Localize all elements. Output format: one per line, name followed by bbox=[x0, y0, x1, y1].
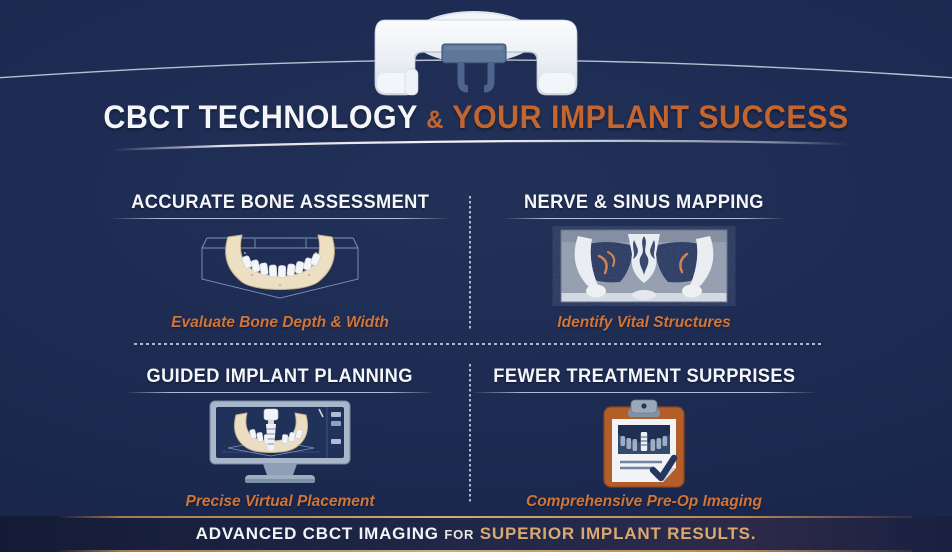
title-underline bbox=[108, 218, 452, 219]
page-title: CBCT TECHNOLOGY & YOUR IMPLANT SUCCESS bbox=[24, 99, 928, 136]
quadrant-heading: NERVE & SINUS MAPPING bbox=[503, 192, 785, 219]
title-underline bbox=[470, 392, 818, 393]
ct-xray-slice-icon bbox=[549, 225, 739, 307]
dashed-divider-vertical-top bbox=[469, 196, 471, 330]
quadrant-caption: Comprehensive Pre-Op Imaging bbox=[526, 493, 762, 510]
title-underline bbox=[125, 392, 435, 393]
quadrant-heading: ACCURATE BONE ASSESSMENT bbox=[108, 192, 452, 219]
title-orange-part: YOUR IMPLANT SUCCESS bbox=[452, 99, 849, 135]
title-underline bbox=[503, 218, 785, 219]
quadrant-bone-assessment: ACCURATE BONE ASSESSMENT bbox=[88, 192, 472, 332]
quadrant-heading: GUIDED IMPLANT PLANNING bbox=[125, 366, 435, 393]
quadrant-title: FEWER TREATMENT SURPRISES bbox=[492, 366, 796, 387]
monitor-implant-plan-icon bbox=[190, 399, 370, 489]
title-white-part: CBCT TECHNOLOGY bbox=[103, 99, 418, 135]
dashed-divider-vertical-bottom bbox=[469, 364, 471, 504]
quadrant-caption: Evaluate Bone Depth & Width bbox=[171, 314, 389, 331]
quadrant-nerve-sinus-mapping: NERVE & SINUS MAPPING bbox=[472, 192, 816, 332]
title-ampersand: & bbox=[426, 106, 444, 134]
dashed-divider-horizontal bbox=[134, 343, 824, 345]
header-art bbox=[0, 11, 952, 152]
footer-connector: FOR bbox=[444, 527, 475, 542]
jaw-3d-scan-icon bbox=[185, 225, 375, 307]
clipboard-xray-check-icon bbox=[574, 399, 714, 489]
footer-bottom-line bbox=[55, 550, 912, 552]
footer-gold-part: SUPERIOR IMPLANT RESULTS. bbox=[479, 524, 757, 543]
quadrant-title: NERVE & SINUS MAPPING bbox=[524, 192, 764, 213]
quadrant-title: ACCURATE BONE ASSESSMENT bbox=[130, 192, 430, 213]
footer-top-line bbox=[55, 516, 912, 518]
quadrant-guided-implant-planning: GUIDED IMPLANT PLANNING bbox=[88, 366, 472, 511]
quadrant-heading: FEWER TREATMENT SURPRISES bbox=[470, 366, 818, 393]
quadrant-fewer-treatment-surprises: FEWER TREATMENT SURPRISES bbox=[470, 366, 818, 511]
quadrant-caption: Identify Vital Structures bbox=[557, 314, 731, 331]
quadrant-caption: Precise Virtual Placement bbox=[185, 493, 375, 510]
header-arc-line bbox=[0, 59, 952, 79]
cbct-scanner-icon bbox=[374, 11, 578, 96]
footer-banner: ADVANCED CBCT IMAGING FOR SUPERIOR IMPLA… bbox=[0, 516, 952, 552]
footer-text: ADVANCED CBCT IMAGING FOR SUPERIOR IMPLA… bbox=[0, 516, 952, 552]
footer-white-part: ADVANCED CBCT IMAGING bbox=[195, 524, 439, 543]
quadrant-title: GUIDED IMPLANT PLANNING bbox=[146, 366, 414, 387]
title-swoosh-line bbox=[111, 139, 848, 152]
